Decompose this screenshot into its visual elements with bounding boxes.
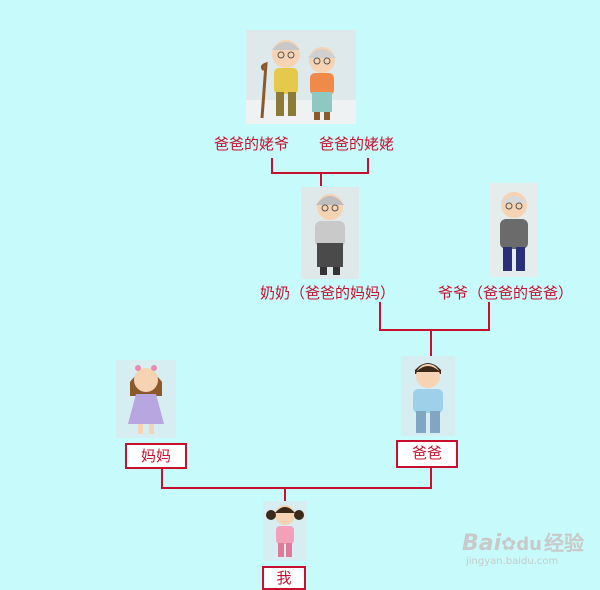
me-label: 我 (262, 566, 306, 590)
great-grandparents-photo (246, 30, 356, 124)
great-grandparents-bracket (271, 158, 369, 174)
watermark-url: jingyan.baidu.com (466, 556, 559, 567)
grandfather-photo (490, 183, 538, 277)
me-photo (263, 501, 307, 561)
mother-photo (116, 360, 176, 438)
grandmother-photo (301, 187, 359, 279)
grandmother-label: 奶奶（爸爸的妈妈） (260, 284, 396, 302)
baidu-logo-suffix: du (516, 534, 542, 555)
grandparents-bracket (379, 302, 490, 331)
great-grandmother-label: 爸爸的姥姥 (319, 135, 395, 153)
paw-icon: ✿ (501, 534, 517, 555)
father-label: 爸爸 (396, 440, 458, 468)
parents-bracket (161, 467, 432, 489)
mother-label: 妈妈 (125, 443, 187, 469)
father-photo (401, 356, 455, 436)
grandfather-label: 爷爷（爸爸的爸爸） (438, 284, 574, 302)
baidu-logo-text: Bai (462, 531, 502, 556)
jingyan-text: 经验 (543, 531, 584, 555)
great-grandfather-label: 爸爸的姥爷 (214, 135, 290, 153)
